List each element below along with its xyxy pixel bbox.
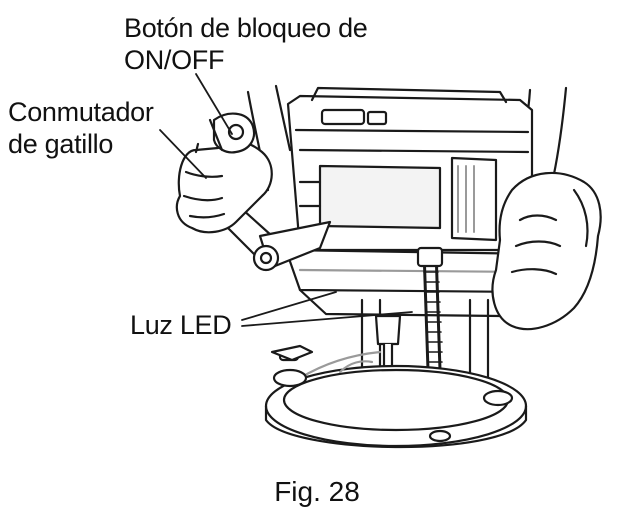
leader-led-2 xyxy=(241,311,413,327)
trigger-switch-label-line-2: de gatillo xyxy=(8,129,114,159)
lock-button-callout: Botón de bloqueo de ON/OFF xyxy=(124,12,368,76)
lock-button-label-line-2: ON/OFF xyxy=(124,45,225,75)
right-hand xyxy=(491,171,602,331)
led-light-label: Luz LED xyxy=(130,310,232,340)
trigger-switch-label-line-1: Conmutador xyxy=(8,97,154,127)
leader-led-1 xyxy=(241,291,337,321)
leader-lock-button xyxy=(195,73,233,135)
lock-button-label-line-1: Botón de bloqueo de xyxy=(124,13,368,43)
motor-housing xyxy=(286,86,534,252)
leader-trigger-switch xyxy=(159,129,207,179)
left-hand xyxy=(175,112,273,234)
trigger-switch-callout: Conmutador de gatillo xyxy=(8,96,154,160)
base-plate xyxy=(264,344,528,449)
figure-caption: Fig. 28 xyxy=(274,476,360,507)
leader-lines xyxy=(159,73,413,327)
led-light-callout: Luz LED xyxy=(130,309,232,341)
